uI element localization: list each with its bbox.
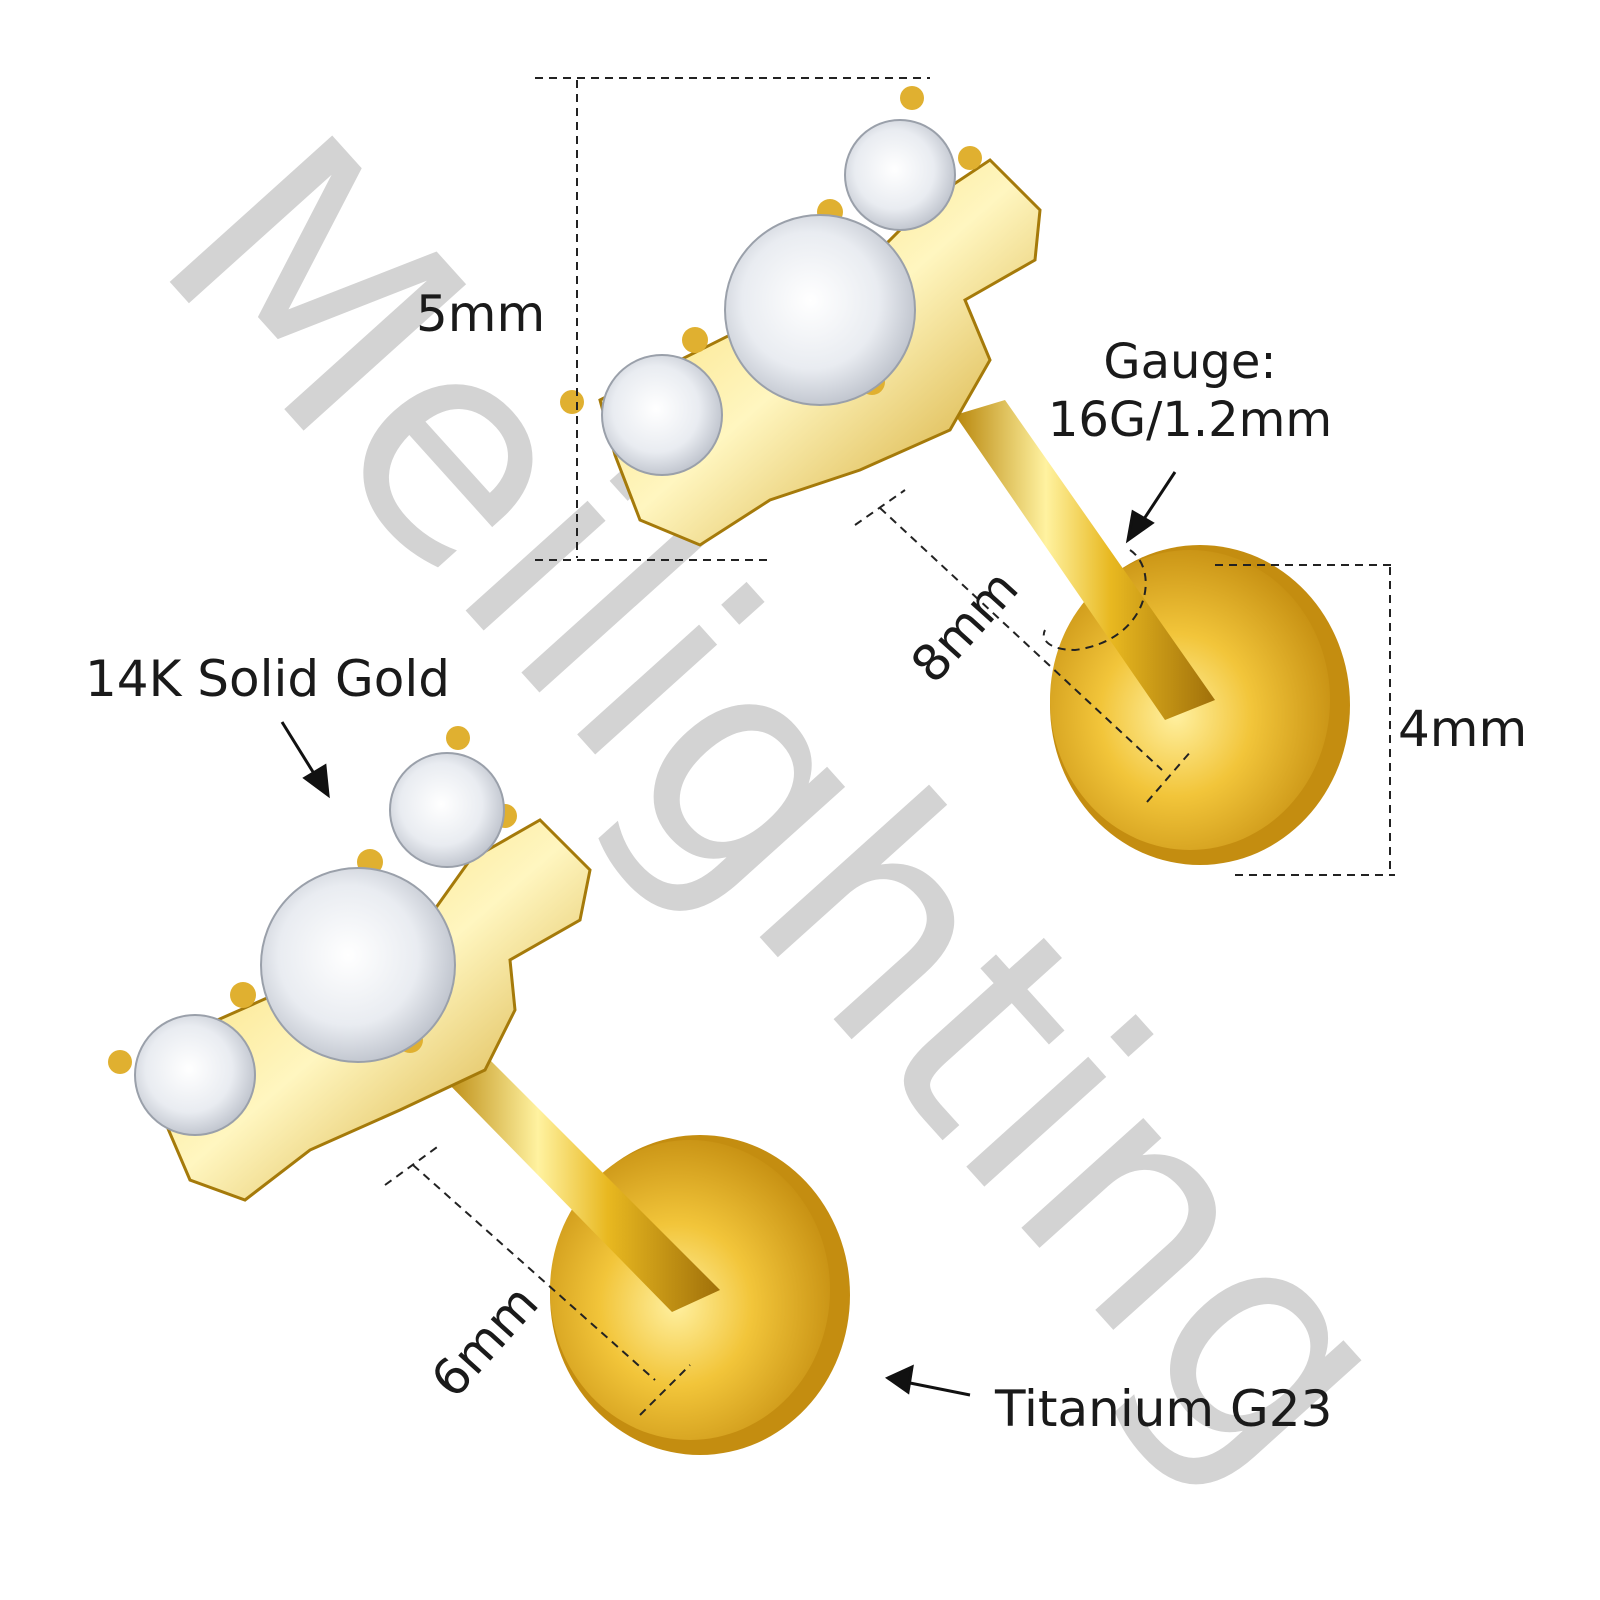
bottom-gem-small: [389, 752, 505, 868]
titanium-arrow-head: [884, 1364, 914, 1395]
bottom-prong: [230, 982, 256, 1008]
gauge-label-line1: Gauge:: [1103, 334, 1277, 390]
top-length-tick-end: [1146, 749, 1193, 803]
top-earring: [560, 86, 1350, 865]
top-prong: [958, 146, 982, 170]
gauge-loop: [1042, 549, 1147, 652]
bottom-prong: [108, 1050, 132, 1074]
gauge-arrow-line: [1138, 471, 1177, 526]
bottom-prong: [446, 726, 470, 750]
top-prong: [682, 327, 708, 353]
gauge-arrow-head: [1125, 509, 1155, 544]
top-gem-small: [844, 119, 956, 231]
top-prong: [560, 390, 584, 414]
bottom-earring: [108, 726, 850, 1455]
top-length-tick-start: [854, 489, 906, 526]
gold-arrow-head: [302, 763, 330, 799]
gold-arrow-line: [280, 721, 320, 781]
gauge-label-line2: 16G/1.2mm: [1047, 392, 1333, 448]
bottom-bar: [440, 1060, 720, 1312]
bottom-length-guide: [412, 1164, 656, 1381]
top-bar: [955, 400, 1215, 720]
gauge-label: Gauge: 16G/1.2mm: [1035, 333, 1345, 449]
top-gem-small: [601, 354, 723, 476]
top-height-label: 5mm: [416, 285, 546, 343]
dimension-guides: [384, 77, 1395, 1416]
bottom-gem-small: [134, 1014, 256, 1136]
titanium-arrow-line: [904, 1380, 971, 1397]
top-gem-large: [724, 214, 916, 406]
bottom-length-tick-start: [384, 1144, 441, 1186]
callout-arrows: [280, 471, 1177, 1397]
disc-diameter-label: 4mm: [1398, 700, 1528, 758]
material-base-label: Titanium G23: [995, 1380, 1333, 1438]
bottom-length-tick-end: [639, 1364, 691, 1416]
bottom-gem-large: [260, 867, 456, 1063]
material-top-label: 14K Solid Gold: [85, 650, 451, 708]
top-prong: [900, 86, 924, 110]
